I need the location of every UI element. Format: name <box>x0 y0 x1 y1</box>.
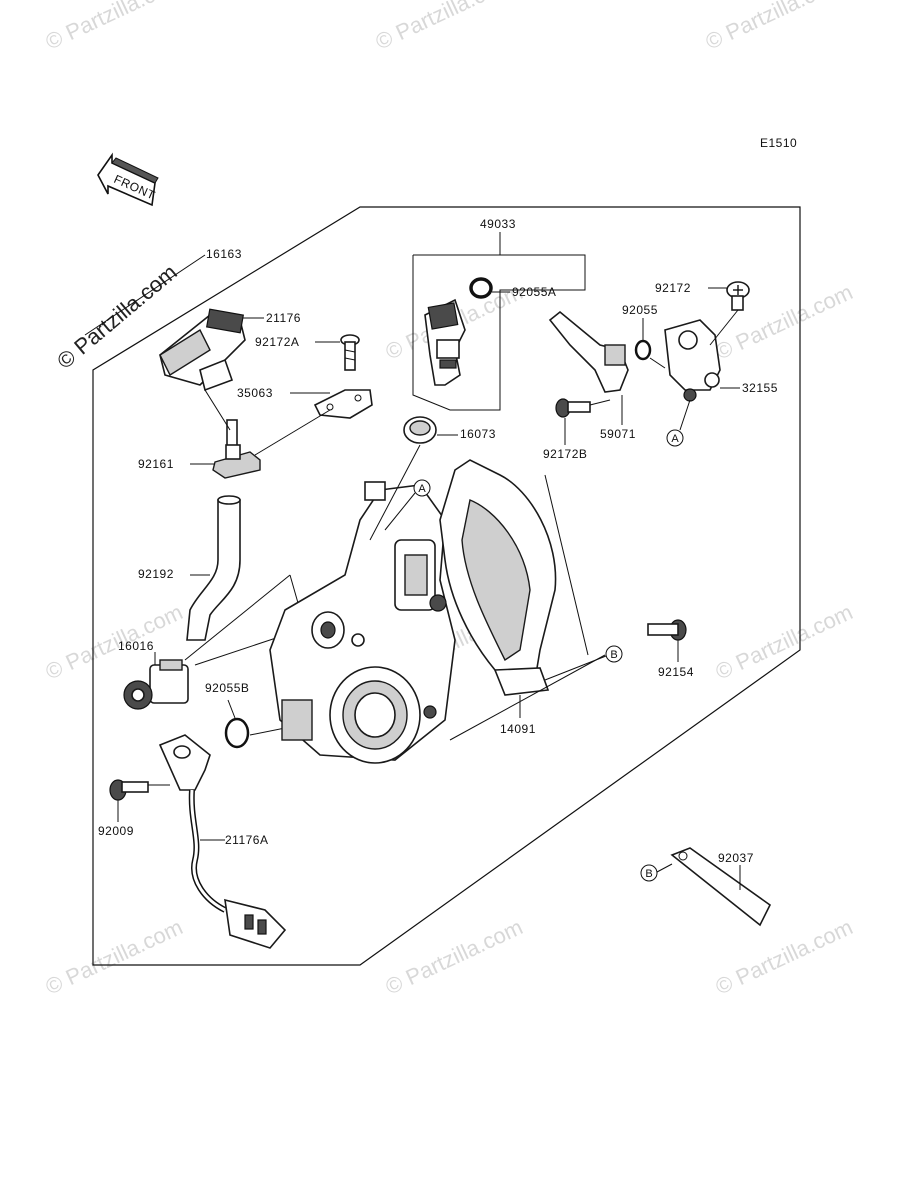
label-16163: 16163 <box>206 247 242 261</box>
callout-a2 <box>666 429 684 447</box>
leader-callout-a2 <box>679 399 691 431</box>
sensor-21176 <box>159 308 246 392</box>
sensor-21176A <box>158 734 287 949</box>
leader-16016-b <box>194 634 286 666</box>
callout-a-text: A <box>418 483 426 495</box>
leader-16163 <box>84 254 206 336</box>
watermark: © Partzilla.com <box>42 0 187 55</box>
fitting-92161 <box>212 419 261 479</box>
leader-callout-b2 <box>656 863 673 873</box>
label-92161: 92161 <box>138 457 174 471</box>
label-16016: 16016 <box>118 639 154 653</box>
leader-14091-b <box>544 474 589 656</box>
joint-32155 <box>664 319 721 402</box>
watermark: © Partzilla.com <box>712 599 857 684</box>
callout-b2-text: B <box>645 868 652 880</box>
watermark: © Partzilla.com <box>712 914 857 999</box>
label-92037: 92037 <box>718 851 754 865</box>
label-92055B: 92055B <box>205 681 249 695</box>
watermark: © Partzilla.com <box>382 914 527 999</box>
band-92037 <box>670 847 772 927</box>
label-92009: 92009 <box>98 824 134 838</box>
label-21176: 21176 <box>266 311 301 325</box>
cover-14091 <box>439 459 557 696</box>
label-35063: 35063 <box>237 386 273 400</box>
leader-92161-b <box>254 409 331 456</box>
assembly-outline <box>92 206 801 966</box>
leader-92172-b <box>709 309 739 346</box>
hose-end <box>217 495 241 505</box>
leader-14091-c <box>449 654 606 741</box>
leader-callout-b <box>544 655 607 681</box>
diagram-code: E1510 <box>760 136 797 150</box>
label-92055A: 92055A <box>512 285 556 299</box>
screw-92172A <box>340 334 360 371</box>
label-59071: 59071 <box>600 427 636 441</box>
label-92192: 92192 <box>138 567 174 581</box>
label-16073: 16073 <box>460 427 496 441</box>
label-92172B: 92172B <box>543 447 587 461</box>
oring-92055B <box>224 717 250 749</box>
leader-92055B <box>227 699 236 719</box>
watermark: © Partzilla.com <box>702 0 847 55</box>
hose-92192 <box>186 499 241 641</box>
label-14091: 14091 <box>500 722 536 736</box>
callout-a <box>413 479 431 497</box>
throttle-body <box>269 481 456 764</box>
label-92055: 92055 <box>622 303 658 317</box>
leader-16073-b <box>369 444 421 541</box>
label-21176A: 21176A <box>225 833 268 847</box>
label-49033: 49033 <box>480 217 516 231</box>
callout-b-text: B <box>610 649 617 661</box>
bolt-92154 <box>647 619 687 641</box>
label-92172A: 92172A <box>255 335 299 349</box>
screw-92172B <box>555 398 591 418</box>
leader-92055-b <box>649 357 666 369</box>
callout-b2 <box>640 864 658 882</box>
oring-92055A <box>469 277 493 299</box>
group-49033-box <box>412 254 586 411</box>
callout-b <box>605 645 623 663</box>
label-92172: 92172 <box>655 281 691 295</box>
leader-92172B-a <box>589 399 611 406</box>
screw-92172 <box>726 281 750 311</box>
leader-sensor-fitting <box>204 389 231 431</box>
screw-92009 <box>109 779 149 801</box>
injector-49033 <box>424 298 466 386</box>
callout-a2-text: A <box>671 433 679 445</box>
leader-92192-b <box>184 574 291 661</box>
watermark: © Partzilla.com <box>372 0 517 55</box>
seal-16073 <box>403 416 437 444</box>
oring-92055 <box>634 339 652 361</box>
front-arrow-icon: FRONT <box>97 152 159 207</box>
screw-16016 <box>123 659 189 710</box>
watermark: © Partzilla.com <box>42 914 187 999</box>
label-32155: 32155 <box>742 381 778 395</box>
leader-callout-a <box>384 492 416 531</box>
label-92154: 92154 <box>658 665 694 679</box>
pipe-59071 <box>548 310 629 393</box>
